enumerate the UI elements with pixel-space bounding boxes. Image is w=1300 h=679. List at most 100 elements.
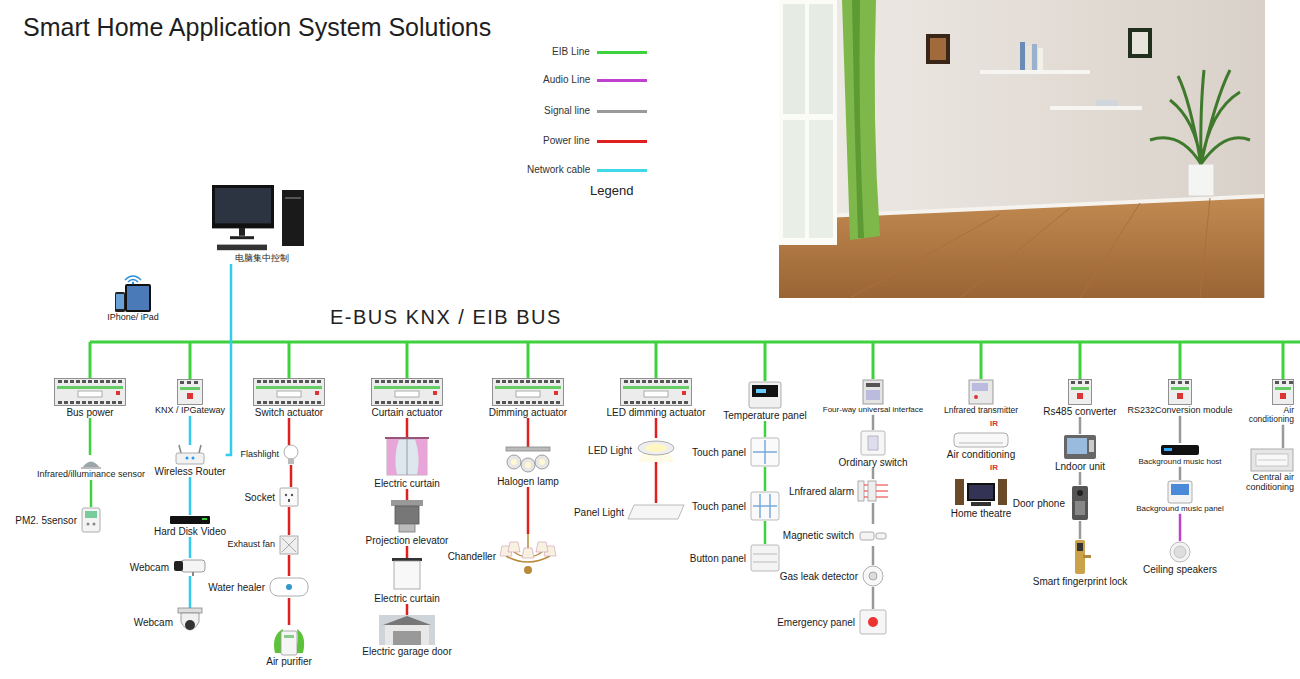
device-icon [1063,434,1097,460]
rect-part [972,383,988,391]
legend-swatch [597,79,647,82]
rect-part [174,561,183,571]
device-caption: Emergency panel [777,617,855,628]
circle-part [507,455,521,469]
device-icon [175,445,205,465]
device-icon [279,487,299,507]
wire-connector [406,604,409,615]
rect-part [554,391,558,395]
device-caption: Magnetic switch [783,530,854,541]
wire-connector [872,546,875,565]
rect-part [1069,380,1092,405]
rect-part [636,380,640,383]
device-icon [636,438,676,462]
rect-part [1256,454,1288,466]
rect-part [1177,393,1183,399]
rect-part [550,380,554,383]
rect-part [106,401,110,404]
rect-part [81,467,101,469]
device-icon [379,615,435,645]
device-caption: Wireless Router [154,466,225,477]
rect-part [779,0,837,245]
rect-part [187,381,191,384]
rect-part [70,380,74,383]
circle-part [285,494,287,496]
device-node: Exhaust fan [227,535,299,555]
path-part [387,439,399,475]
rect-part [88,401,92,404]
rect-part [684,401,688,404]
rect-part [538,380,542,383]
rect-part [752,385,778,397]
rect-part [76,380,80,383]
device-caption: Switch actuator [255,407,323,418]
rect-part [293,401,297,404]
line-part [282,538,296,552]
path-part [536,542,548,552]
rect-part [624,401,628,404]
line-part [527,534,529,548]
rect-part [280,536,298,554]
rect-part [516,391,540,397]
rect-part [94,401,98,404]
rect-part [64,401,68,404]
device-node: Dimming actuator [489,378,567,418]
rect-part [624,380,628,383]
ir-mark: IR [990,463,998,472]
device-caption: Four-way universal interface [823,406,923,415]
bus-name: E-BUS KNX / EIB BUS [330,306,562,329]
device-icon [953,432,1009,448]
device-node: LED dimming actuator [607,378,706,418]
wire-connector [872,587,875,609]
rect-part [280,488,298,506]
rect-part [64,380,68,383]
device-icon [283,445,299,465]
rect-part [215,188,271,223]
ellipse-part [645,444,667,452]
device-caption: Door phone [1013,498,1065,509]
device-node: Electric curtain [374,437,440,489]
rect-part [779,0,1265,298]
wire-connector [288,507,291,535]
device-node: RS232Conversion module [1127,379,1232,416]
rect-part [526,380,530,383]
device-node: Chandeller [448,534,556,578]
path-part [842,0,880,240]
rect-part [861,431,885,455]
circle-part [511,459,517,465]
rect-part [672,401,676,404]
rect-part [532,380,536,383]
path-part [128,280,138,283]
device-caption: Background music panel [1136,505,1224,514]
rect-part [751,438,779,466]
device-node: Emergency panel [777,609,887,635]
device-icon [1167,480,1193,504]
rect-part [281,631,297,655]
rect-part [866,390,880,400]
device-caption: Webcam [134,617,173,628]
legend-text: Network cable [527,164,590,176]
rect-part [1071,387,1089,390]
ellipse-part [638,441,674,455]
rect-part [254,379,325,406]
circle-part [1170,542,1190,562]
device-caption: Lnfrared transmitter [944,406,1018,415]
rect-part [88,380,92,383]
rect-part [926,34,950,64]
rect-part [1275,381,1279,384]
circle-part [1174,546,1186,558]
device-caption: Background music host [1138,458,1221,467]
wire-connector [288,418,291,445]
rect-part [100,380,104,383]
device-icon [385,437,429,477]
device-caption: Gas leak detector [780,571,858,582]
rect-part [106,380,110,383]
rect-part [514,401,518,404]
line-part [199,445,201,453]
line-part [1179,342,1182,379]
device-icon [1272,379,1294,405]
device-node: Electric curtain [374,558,440,604]
device-caption: Webcam [130,562,169,573]
line-part [980,342,983,379]
rect-part [127,286,149,310]
